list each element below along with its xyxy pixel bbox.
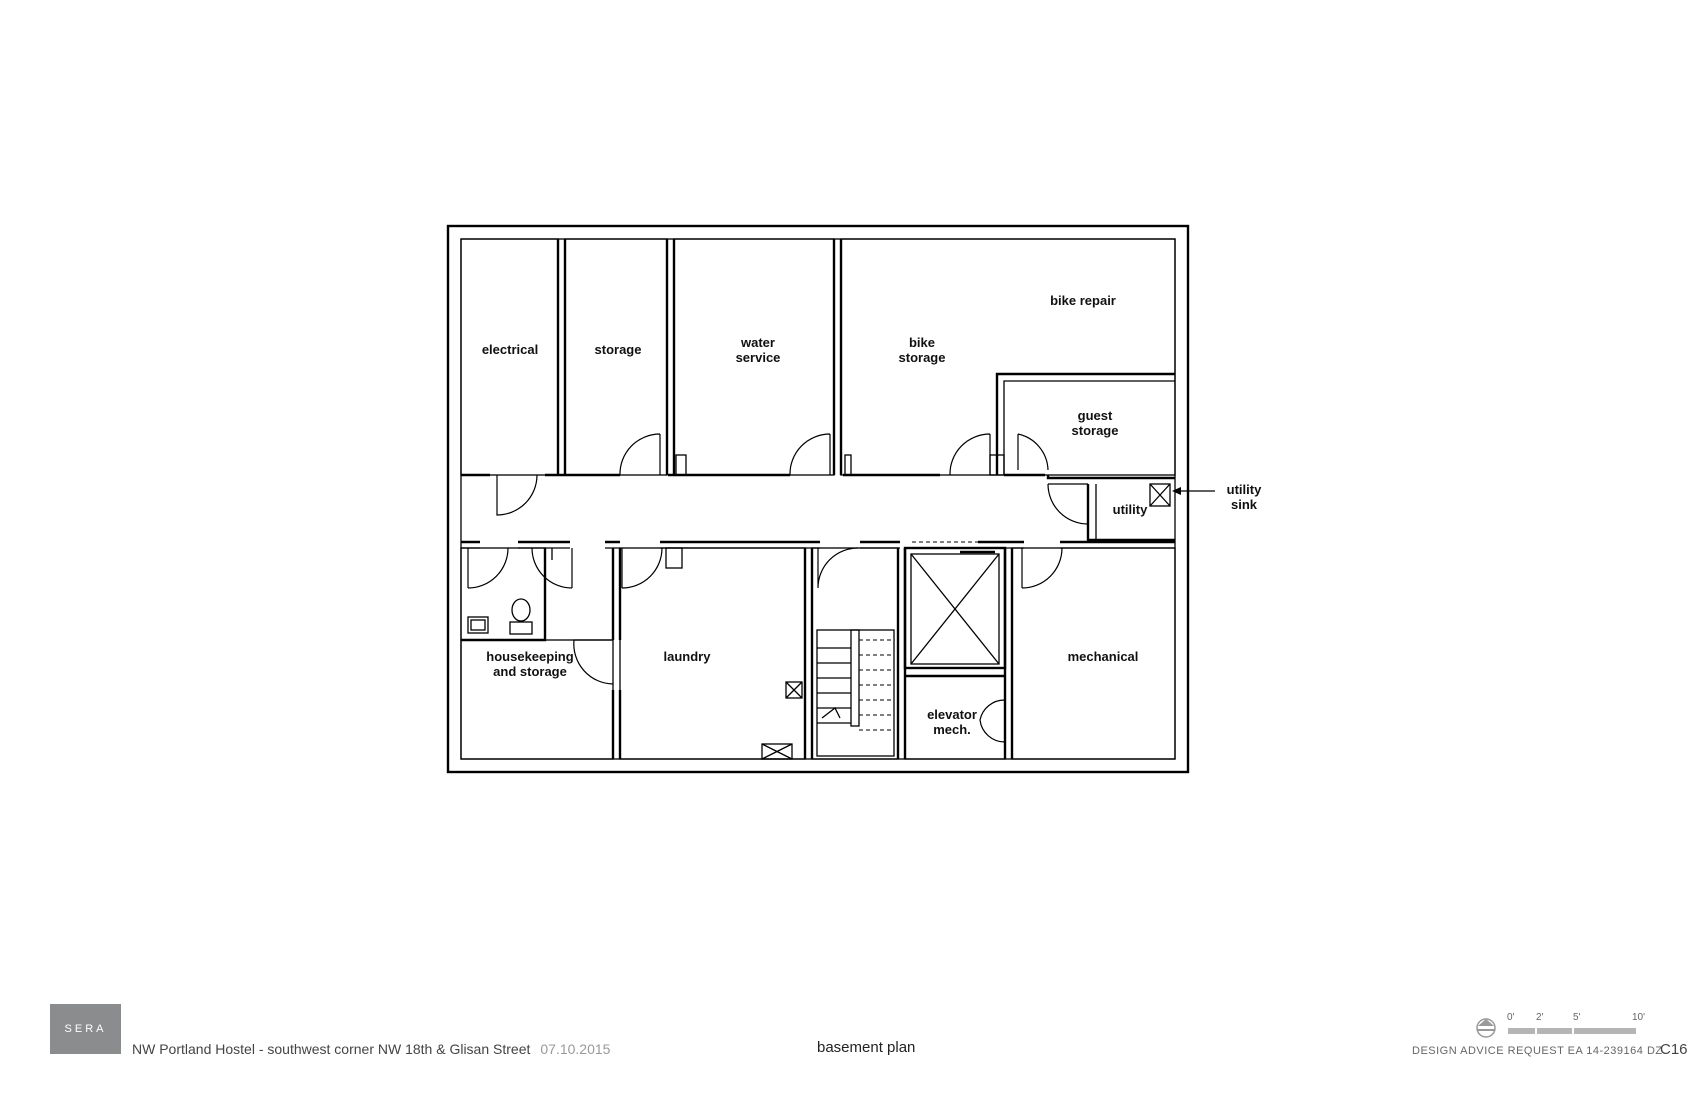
scale-label-10: 10' bbox=[1632, 1012, 1646, 1023]
room-label-bike-repair: bike repair bbox=[1050, 293, 1116, 308]
room-label-elevator-mech-2: mech. bbox=[933, 722, 971, 737]
scale-bar bbox=[1508, 1028, 1636, 1034]
room-label-housekeeping-2: and storage bbox=[493, 664, 567, 679]
room-label-water-service-1: water bbox=[740, 335, 775, 350]
scale-label-2: 2' bbox=[1536, 1012, 1544, 1023]
sheet-number: C16 bbox=[1660, 1041, 1688, 1058]
room-label-utility: utility bbox=[1113, 502, 1148, 517]
scale-label-5: 5' bbox=[1573, 1012, 1581, 1023]
sheet-title: basement plan bbox=[817, 1039, 916, 1056]
top-row-walls bbox=[460, 238, 1176, 542]
room-label-laundry: laundry bbox=[664, 649, 712, 664]
room-label-storage: storage bbox=[595, 342, 642, 357]
bathroom-fixtures bbox=[467, 598, 533, 635]
project-name: NW Portland Hostel - southwest corner NW… bbox=[132, 1041, 531, 1057]
room-label-electrical: electrical bbox=[482, 342, 538, 357]
callout-utility-sink-2: sink bbox=[1231, 497, 1258, 512]
room-label-guest-storage-2: storage bbox=[1072, 423, 1119, 438]
room-label-guest-storage-1: guest bbox=[1078, 408, 1113, 423]
sera-logo: SERA bbox=[50, 1004, 121, 1054]
scale-label-0: 0' bbox=[1507, 1012, 1515, 1023]
bottom-row-doors bbox=[467, 547, 1063, 743]
room-label-elevator-mech-1: elevator bbox=[927, 707, 977, 722]
utility-sink-leader bbox=[1172, 487, 1215, 495]
callout-utility-sink-1: utility bbox=[1227, 482, 1262, 497]
project-title: NW Portland Hostel - southwest corner NW… bbox=[132, 1041, 610, 1057]
room-label-mechanical: mechanical bbox=[1068, 649, 1139, 664]
room-label-bike-storage-2: storage bbox=[899, 350, 946, 365]
project-date: 07.10.2015 bbox=[540, 1041, 611, 1057]
room-label-water-service-2: service bbox=[736, 350, 781, 365]
north-arrow-icon bbox=[1476, 1018, 1496, 1038]
room-label-housekeeping-1: housekeeping bbox=[486, 649, 573, 664]
top-row-doors bbox=[496, 433, 1089, 525]
room-label-bike-storage-1: bike bbox=[909, 335, 935, 350]
stairs bbox=[816, 629, 895, 757]
bottom-row-walls bbox=[460, 540, 1176, 760]
design-advice-request: DESIGN ADVICE REQUEST EA 14-239164 DZ bbox=[1412, 1045, 1663, 1057]
equipment bbox=[761, 483, 1171, 760]
